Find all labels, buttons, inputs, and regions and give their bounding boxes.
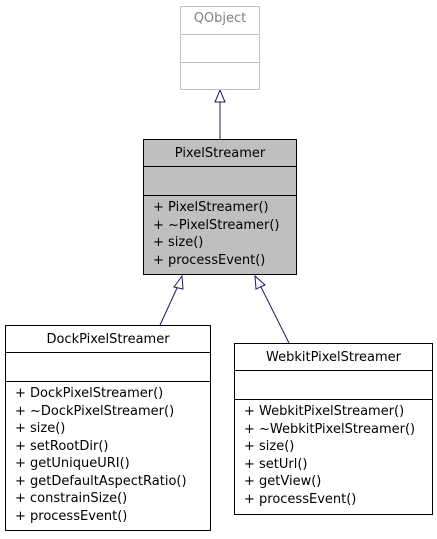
class-name: PixelStreamer: [144, 140, 296, 167]
method-item: + ~WebkitPixelStreamer(): [244, 421, 416, 437]
methods-section: + DockPixelStreamer() + ~DockPixelStreame…: [6, 382, 210, 525]
class-name: WebkitPixelStreamer: [235, 344, 432, 371]
method-item: + processEvent(): [153, 252, 266, 268]
method-item: + processEvent(): [244, 491, 357, 507]
attributes-section: [6, 353, 210, 382]
method-item: + WebkitPixelStreamer(): [244, 404, 405, 419]
method-item: + getUniqueURI(): [15, 456, 130, 471]
method-item: + setUrl(): [244, 456, 308, 472]
method-item: + setRootDir(): [15, 438, 109, 454]
method-item: + constrainSize(): [15, 491, 128, 506]
inheritance-arrowhead-icon: [254, 274, 266, 290]
class-box-webkitpixelstreamer: WebkitPixelStreamer + WebkitPixelStreame…: [234, 343, 433, 515]
methods-section: + WebkitPixelStreamer() + ~WebkitPixelStr…: [235, 400, 432, 508]
class-box-dockpixelstreamer: DockPixelStreamer + DockPixelStreamer()+…: [5, 325, 211, 531]
method-item: + getView(): [244, 474, 322, 489]
inheritance-arrowhead-icon: [214, 88, 226, 103]
method-item: + PixelStreamer(): [153, 200, 269, 215]
method-item: + size(): [15, 421, 66, 436]
class-box-pixelstreamer: PixelStreamer + PixelStreamer() + ~PixelS…: [143, 139, 297, 275]
method-item: + getDefaultAspectRatio(): [15, 473, 187, 489]
methods-section: + PixelStreamer() + ~PixelStreamer() + siz…: [144, 196, 296, 269]
edge-dock-to-pixelstreamer: [159, 285, 179, 326]
attributes-section: [235, 371, 432, 400]
method-item: + processEvent(): [15, 508, 128, 524]
method-item: + DockPixelStreamer(): [15, 386, 164, 401]
method-item: + ~PixelStreamer(): [153, 217, 280, 233]
class-name: DockPixelStreamer: [6, 326, 210, 353]
method-item: + size(): [244, 439, 295, 454]
class-name: QObject: [181, 7, 259, 35]
inheritance-arrowhead-icon: [173, 274, 184, 290]
method-item: + size(): [153, 235, 204, 250]
method-item: + ~DockPixelStreamer(): [15, 403, 175, 419]
attributes-section: [144, 167, 296, 196]
edge-webkit-to-pixelstreamer: [260, 286, 290, 344]
attributes-section: [181, 35, 259, 63]
class-box-qobject: QObject: [180, 6, 260, 90]
